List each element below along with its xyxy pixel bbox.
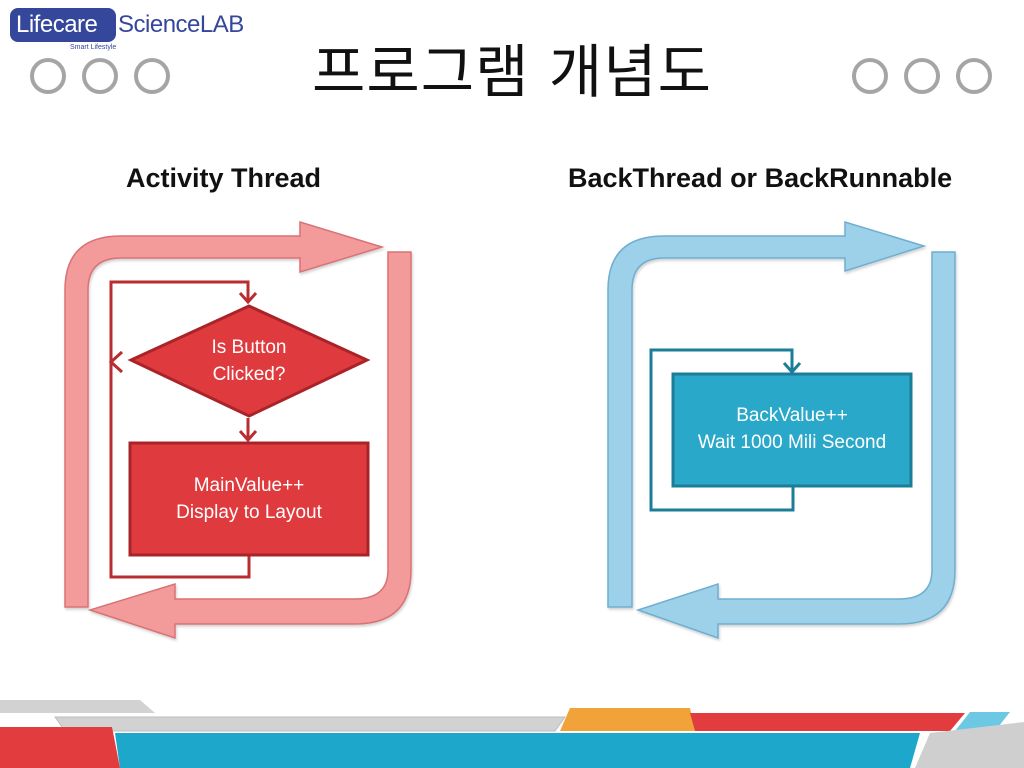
footer-gray-strip-right [915, 722, 1024, 768]
activity-decision-diamond [127, 304, 371, 418]
footer-red-strip-right [690, 713, 965, 731]
activity-arrowhead-down-1 [238, 292, 258, 305]
back-arrowhead-down [782, 362, 802, 375]
footer-band [0, 700, 1024, 768]
activity-arrowhead-down-2 [238, 430, 258, 443]
back-loop-arrow [607, 220, 956, 640]
activity-process-box [128, 441, 370, 557]
footer-blue-band [115, 733, 920, 768]
back-flow-lines [649, 348, 802, 512]
activity-return-line [109, 362, 251, 579]
ring-icon [852, 58, 888, 94]
ring-icon [904, 58, 940, 94]
logo-text-lifecare: Lifecare [16, 11, 98, 38]
ring-icon [30, 58, 66, 94]
back-loop-bottom [635, 251, 956, 640]
main-process-label: MainValue++Display to Layout [176, 475, 322, 523]
back-thread-heading: BackThread or BackRunnable [568, 163, 953, 193]
back-process-label: BackValue++Wait 1000 Mili Second [697, 405, 887, 453]
activity-loop-bottom [87, 251, 412, 640]
ring-icon [956, 58, 992, 94]
footer-red-strip-left [0, 727, 120, 768]
decorative-rings-left [30, 58, 170, 94]
logo-box [10, 8, 116, 42]
slide-title: 프로그램 개념도 [312, 38, 712, 106]
logo-tagline: Smart Lifestyle [70, 44, 117, 51]
lifecare-sciencelab-logo: Lifecare ScienceLAB Smart Lifestyle [10, 8, 265, 56]
footer-gray-strip-top [0, 700, 155, 713]
back-process-box [671, 372, 913, 488]
activity-thread-heading: Activity Thread [126, 163, 322, 193]
activity-loop-top [64, 220, 385, 608]
decorative-rings-right [852, 58, 992, 94]
footer-orange-strip [560, 708, 695, 731]
ring-icon [134, 58, 170, 94]
activity-flow-lines [108, 280, 258, 579]
back-loop-line [649, 348, 795, 512]
activity-loop-arrow [64, 220, 412, 640]
logo-text-sciencelab: ScienceLAB [118, 11, 244, 38]
ring-icon [82, 58, 118, 94]
back-loop-top [607, 220, 927, 608]
activity-arrowhead-left [108, 350, 124, 374]
activity-loop-line-top [109, 280, 250, 362]
footer-gray-strip-mid [54, 716, 566, 732]
